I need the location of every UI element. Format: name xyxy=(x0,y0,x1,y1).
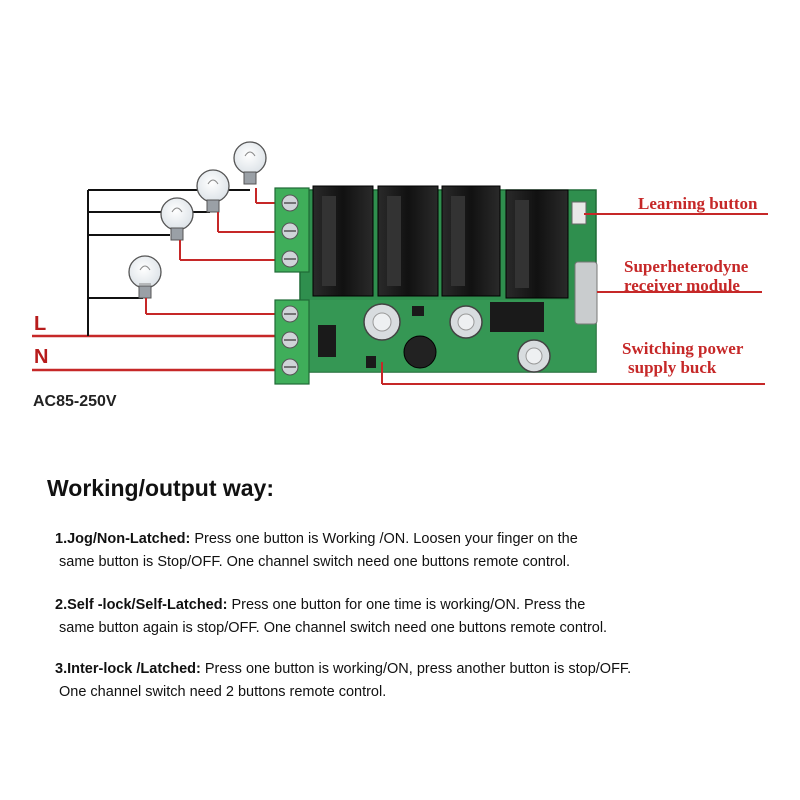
lamp-4 xyxy=(233,141,267,185)
learning-button xyxy=(571,201,587,225)
voltage-label: AC85-250V xyxy=(33,393,117,410)
lamp-1 xyxy=(128,255,162,299)
transistor-1 xyxy=(412,306,424,316)
capacitor-2 xyxy=(449,305,483,339)
mode-3-line-1: 3.Inter-lock /Latched: Press one button … xyxy=(55,658,785,681)
inductor xyxy=(403,335,437,369)
lamp-2 xyxy=(160,197,194,241)
output-terminal-block xyxy=(274,187,310,273)
lamp-3 xyxy=(196,169,230,213)
receiver-callout: Superheterodyne receiver module xyxy=(624,257,748,295)
power-label-line-1: Switching power xyxy=(622,339,744,358)
power-callout: Switching power supply buck xyxy=(622,339,743,377)
receiver-label-line-2: receiver module xyxy=(624,276,740,295)
learning-button-label: Learning button xyxy=(638,194,758,213)
mode-3-text-2: One channel switch need 2 buttons remote… xyxy=(59,684,387,700)
mode-3-name: 3.Inter-lock /Latched: xyxy=(55,661,201,677)
receiver-module xyxy=(574,261,598,325)
mode-item-3: 3.Inter-lock /Latched: Press one button … xyxy=(55,658,785,704)
live-label: L xyxy=(34,313,47,335)
mode-2-text-1: Press one button for one time is working… xyxy=(227,597,586,613)
relay-4 xyxy=(505,189,569,299)
receiver-label-line-1: Superheterodyne xyxy=(624,257,749,276)
bridge-rectifier xyxy=(318,325,336,357)
power-label-line-2: supply buck xyxy=(628,358,717,377)
mode-item-1: 1.Jog/Non-Latched: Press one button is W… xyxy=(55,528,785,574)
section-title: Working/output way: xyxy=(47,475,275,501)
capacitor-1 xyxy=(363,303,401,341)
mode-3-text-1: Press one button is working/ON, press an… xyxy=(200,661,632,677)
mode-1-text-2: same button is Stop/OFF. One channel swi… xyxy=(59,554,571,570)
mode-1-line-1: 1.Jog/Non-Latched: Press one button is W… xyxy=(55,528,785,551)
relay-3 xyxy=(441,185,501,297)
ic-chip xyxy=(490,302,544,332)
mode-2-text-2: same button again is stop/OFF. One chann… xyxy=(59,620,608,636)
mode-1-name: 1.Jog/Non-Latched: xyxy=(55,531,191,547)
transistor-2 xyxy=(366,356,376,368)
mode-2-name: 2.Self -lock/Self-Latched: xyxy=(55,597,228,613)
relay-1 xyxy=(312,185,374,297)
mode-2-line-1: 2.Self -lock/Self-Latched: Press one but… xyxy=(55,594,785,617)
callout-lines xyxy=(381,213,768,385)
mode-1-text-1: Press one button is Working /ON. Loosen … xyxy=(190,531,578,547)
relay-2 xyxy=(377,185,439,297)
capacitor-3 xyxy=(517,339,551,373)
mode-item-2: 2.Self -lock/Self-Latched: Press one but… xyxy=(55,594,785,640)
wiring-diagram xyxy=(32,141,768,385)
learning-button-callout: Learning button xyxy=(638,194,758,213)
input-terminal-block xyxy=(274,299,310,385)
neutral-label: N xyxy=(34,346,49,368)
